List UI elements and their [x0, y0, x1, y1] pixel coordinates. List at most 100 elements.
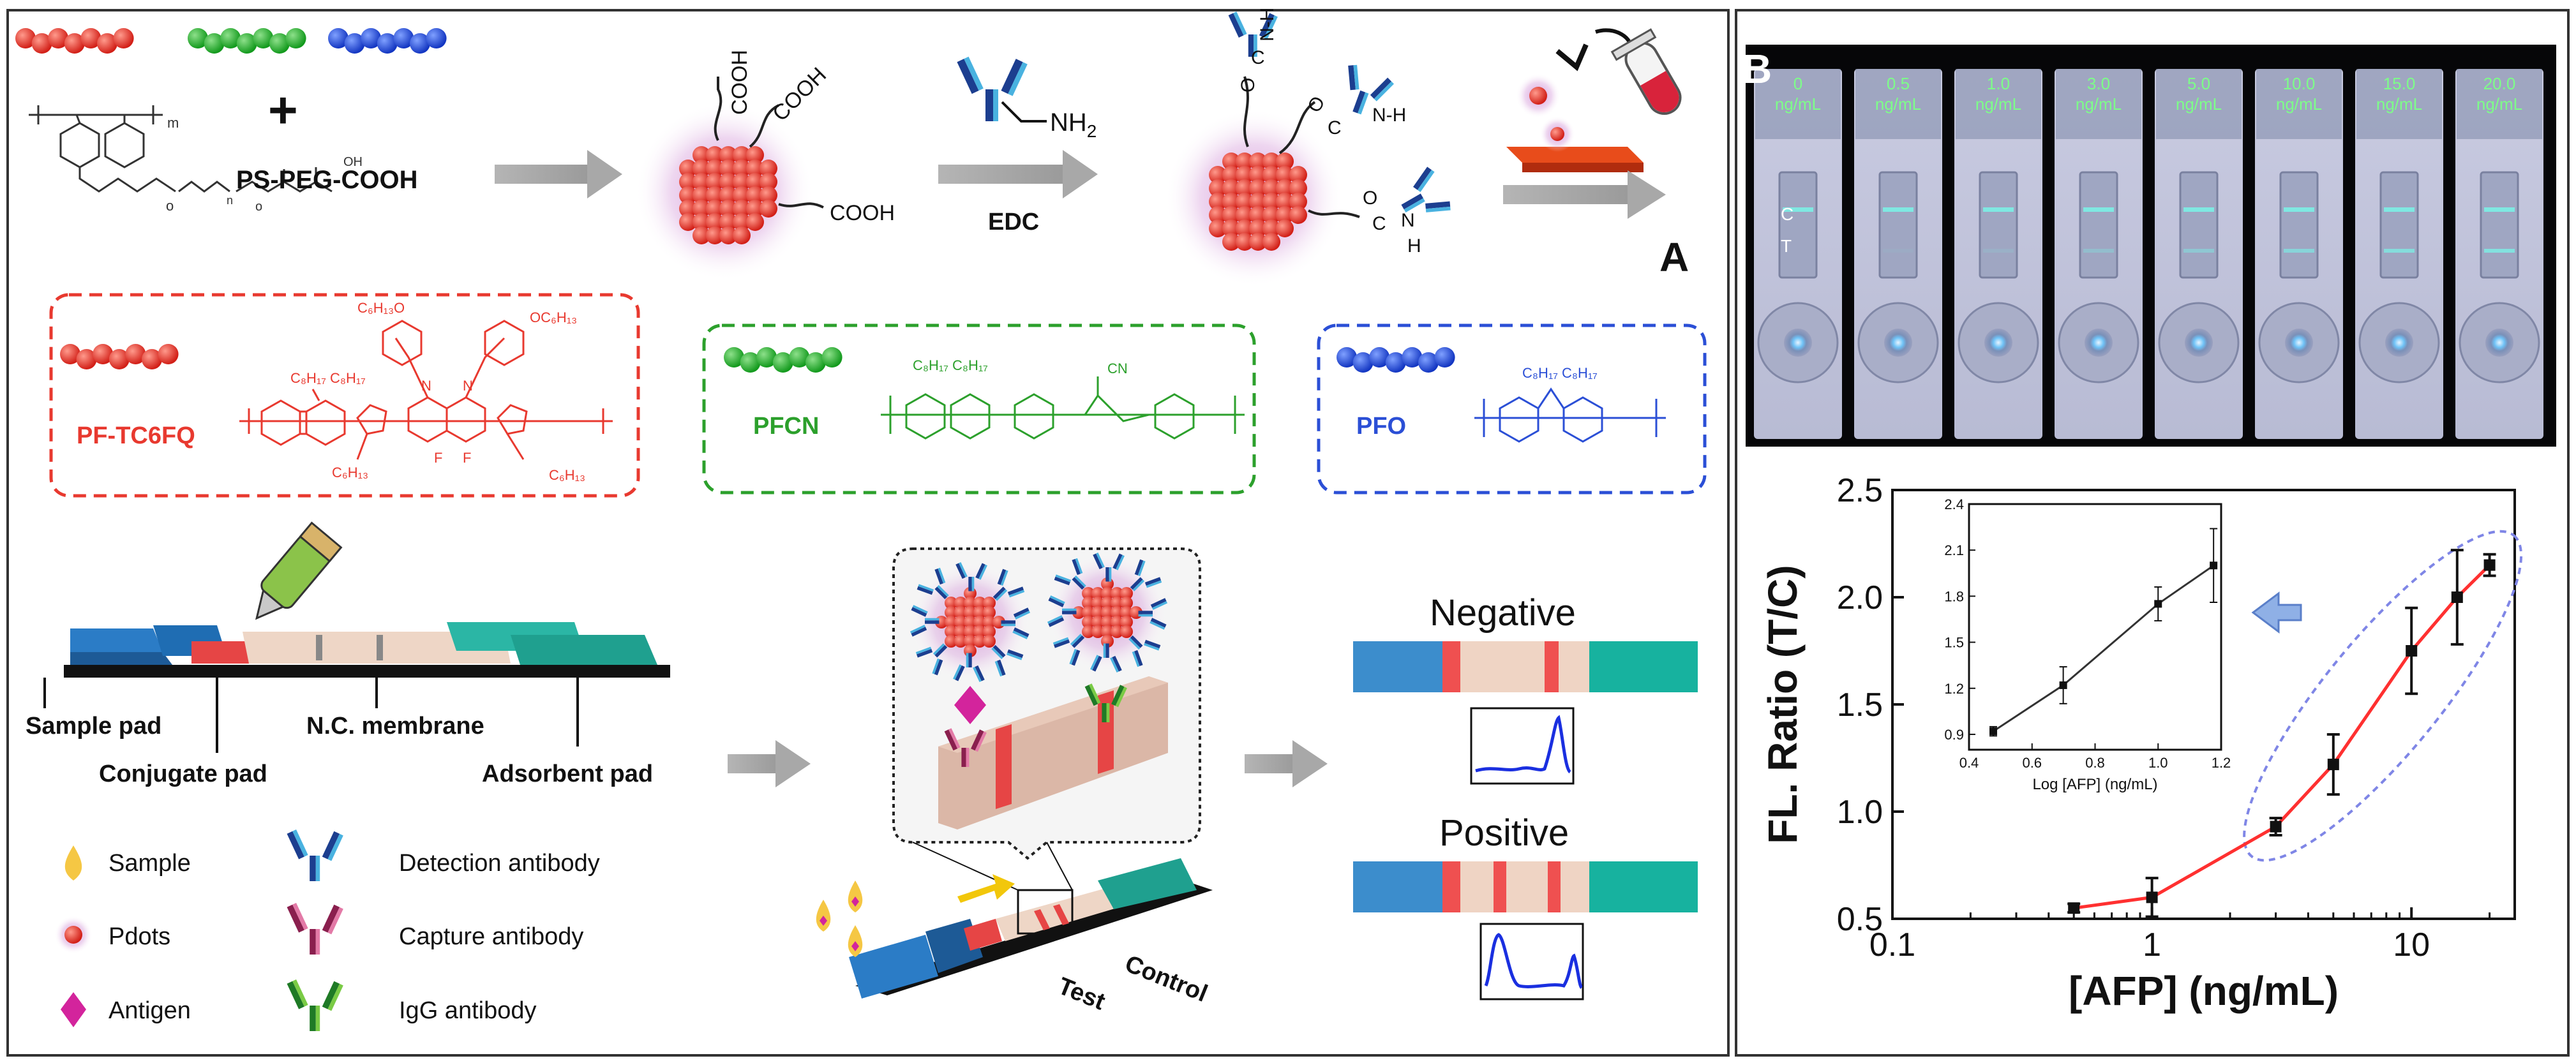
adsorbent-pad-label: Adsorbent pad: [482, 761, 653, 787]
nh2-label: NH2: [1050, 108, 1097, 141]
data-point: [2327, 759, 2339, 771]
test-strip-photo: 0.5ng/mL: [1854, 69, 1942, 439]
strip-unit-label: ng/mL: [2376, 94, 2422, 114]
svg-text:O: O: [1238, 78, 1259, 93]
y-tick-label: 2.0: [1837, 579, 1883, 616]
sample-drop-icon: [64, 845, 82, 881]
ps-peg-cooh-structure: m o n OH o: [29, 105, 363, 214]
svg-text:OH: OH: [343, 155, 363, 169]
svg-text:N-H: N-H: [1257, 8, 1278, 41]
inset-data-point: [2059, 681, 2067, 689]
svg-text:o: o: [255, 200, 262, 214]
inset-x-tick-label: 0.4: [1959, 755, 1979, 771]
test-strip-photo: 0ng/mL: [1754, 69, 1842, 439]
strip-unit-label: ng/mL: [1775, 94, 1821, 114]
control-label: Control: [1121, 950, 1211, 1007]
svg-text:O: O: [1363, 188, 1377, 209]
polymer-name-pf-tc6fq: PF-TC6FQ: [77, 422, 195, 449]
pfo-structure: [1474, 387, 1666, 443]
strip-unit-label: ng/mL: [1975, 94, 2021, 114]
svg-text:Pdots: Pdots: [109, 923, 170, 950]
positive-signal-plot: [1479, 923, 1584, 1000]
svg-text:C₆H₁₃O: C₆H₁₃O: [357, 300, 405, 316]
svg-text:N-H: N-H: [1372, 105, 1406, 126]
pfcn-substituents: C₈H₁₇ C₈H₁₇ CN: [913, 357, 1128, 376]
test-strip-photo: 1.0ng/mL: [1954, 69, 2042, 439]
inset-pointer-arrow: [2251, 591, 2302, 634]
pfo-box: [1317, 323, 1707, 494]
test-label: Test: [1054, 972, 1109, 1015]
data-point: [2483, 559, 2496, 571]
antibody-conjugated-pdot: [1165, 76, 1360, 287]
edc-arrow: [938, 150, 1098, 198]
positive-label: Positive: [1439, 812, 1569, 854]
svg-text:Capture antibody: Capture antibody: [399, 923, 583, 950]
process-arrow: [1503, 170, 1666, 219]
inset-data-point: [2154, 600, 2162, 608]
svg-text:CN: CN: [1107, 361, 1128, 376]
inset-data-point: [2210, 561, 2218, 570]
negative-strip: [1353, 641, 1698, 692]
svg-text:C₈H₁₇ C₈H₁₇: C₈H₁₇ C₈H₁₇: [290, 370, 366, 386]
conjugate-pad-label: Conjugate pad: [99, 761, 267, 787]
pfo-beads: [1337, 347, 1455, 373]
cooh-label-bottom: COOH: [830, 201, 895, 225]
svg-text:N: N: [421, 378, 431, 394]
y-tick-label: 2.5: [1837, 472, 1883, 509]
blue-polymer-bead-chain: [328, 28, 447, 54]
x-tick-label: 10: [2393, 926, 2430, 963]
svg-text:C₆H₁₃: C₆H₁₃: [549, 467, 585, 483]
test-line-mark: T: [1781, 236, 1792, 256]
y-tick-label: 1.0: [1837, 794, 1883, 831]
pdot-with-carboxyl-groups: [635, 77, 824, 281]
svg-text:Detection antibody: Detection antibody: [399, 850, 600, 877]
control-line-mark: C: [1781, 204, 1793, 224]
inset-frame: [1968, 503, 2222, 751]
y-tick-label: 1.5: [1837, 687, 1883, 724]
process-arrow: [495, 150, 622, 198]
polymer-name-pfcn: PFCN: [753, 413, 819, 440]
inset-y-tick-label: 0.9: [1944, 727, 1964, 743]
sample-pad-label: Sample pad: [26, 713, 161, 740]
pf-tc6fq-structure: [239, 320, 613, 460]
svg-text:Antigen: Antigen: [109, 997, 191, 1024]
svg-text:OC₆H₁₃: OC₆H₁₃: [530, 309, 577, 325]
inset-y-tick-label: 1.8: [1944, 588, 1964, 604]
strip-concentration-label: 10.0: [2283, 74, 2316, 93]
pen-icon: [255, 521, 343, 620]
pf-tc6fq-beads: [60, 344, 179, 369]
strip-concentration-label: 15.0: [2383, 74, 2416, 93]
svg-text:H: H: [1407, 235, 1421, 256]
inset-x-label: Log [AFP] (ng/mL): [2032, 776, 2157, 793]
svg-text:C₈H₁₇ C₈H₁₇: C₈H₁₇ C₈H₁₇: [913, 357, 988, 373]
strip-unit-label: ng/mL: [2276, 94, 2322, 114]
cooh-label-mid: COOH: [768, 63, 831, 126]
detection-antibody-icon: [287, 829, 343, 881]
strip-concentration-label: 20.0: [2483, 74, 2516, 93]
x-tick-label: 1: [2143, 926, 2161, 963]
strip-concentration-label: 0: [1793, 74, 1802, 93]
strip-unit-label: ng/mL: [1875, 94, 1921, 114]
process-arrow: [728, 740, 811, 787]
pfo-substituents: C₈H₁₇ C₈H₁₇: [1522, 365, 1598, 381]
negative-signal-plot: [1470, 707, 1575, 785]
svg-text:IgG antibody: IgG antibody: [399, 997, 536, 1024]
panel-a-label: A: [1659, 234, 1689, 280]
inset-y-tick-label: 2.1: [1944, 542, 1964, 558]
pfcn-structure: [881, 376, 1245, 440]
svg-text:O: O: [1303, 93, 1329, 116]
process-arrow: [1245, 740, 1328, 787]
strip-concentration-label: 0.5: [1887, 74, 1910, 93]
svg-text:C₆H₁₃: C₆H₁₃: [332, 465, 368, 480]
data-point: [2451, 591, 2463, 603]
strip-unit-label: ng/mL: [2476, 94, 2522, 114]
data-point: [2270, 821, 2282, 833]
edc-label: EDC: [988, 209, 1039, 235]
svg-text:N: N: [1401, 210, 1415, 231]
svg-text:C: C: [1328, 117, 1342, 138]
igg-antibody-icon: [287, 979, 343, 1031]
inset-x-tick-label: 0.6: [2022, 755, 2042, 771]
negative-label: Negative: [1430, 592, 1576, 634]
